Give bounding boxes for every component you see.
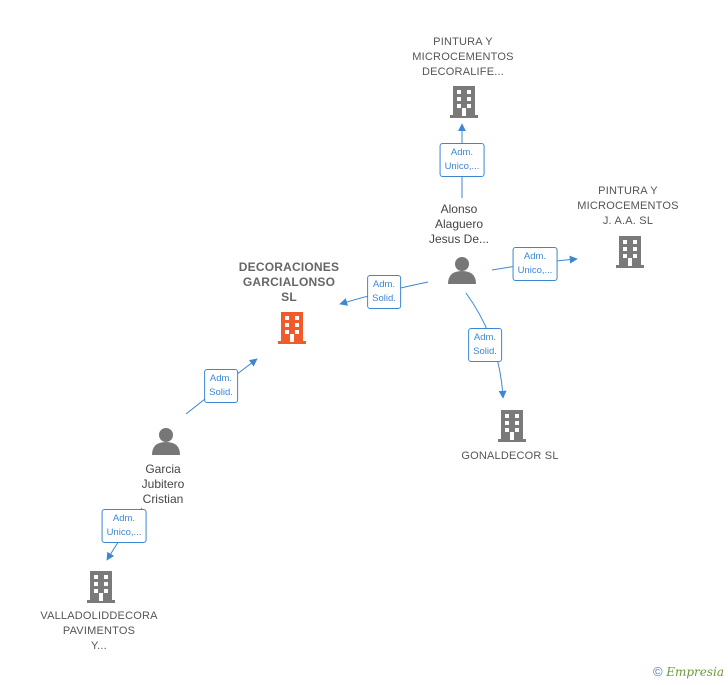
label-line: Garcia [145, 462, 181, 476]
role-line: Solid. [473, 346, 497, 357]
label-line: Alaguero [434, 217, 484, 231]
role-line: Adm. [372, 279, 396, 290]
role-badge-alonso-decoralife[interactable]: Adm. Unico,... [439, 143, 485, 177]
label-line: SL [281, 290, 297, 304]
label-line: Alonso [440, 202, 478, 216]
building-icon [450, 86, 478, 118]
building-icon [616, 236, 644, 268]
company-label-pintura-jaa[interactable]: PINTURA Y MICROCEMENTOS J. A.A. SL [577, 184, 678, 229]
role-badge-garcia-decoraciones[interactable]: Adm. Solid. [204, 369, 238, 403]
company-label-decoraciones-garcialonso[interactable]: DECORACIONES GARCIALONSO SL [239, 260, 339, 305]
company-label-gonaldecor[interactable]: GONALDECOR SL [461, 449, 558, 464]
role-badge-alonso-decoraciones[interactable]: Adm. Solid. [367, 275, 401, 309]
role-line: Adm. [523, 251, 547, 262]
label-line: Y... [91, 640, 107, 652]
company-label-pintura-decoralife[interactable]: PINTURA Y MICROCEMENTOS DECORALIFE... [412, 35, 513, 80]
person-icon [152, 428, 180, 455]
role-line: Unico,... [517, 265, 553, 276]
role-line: Adm. [209, 373, 233, 384]
person-label-alonso[interactable]: Alonso Alaguero Jesus De... [429, 202, 489, 247]
company-label-valladoliddecora[interactable]: VALLADOLIDDECORA PAVIMENTOS Y... [40, 609, 157, 654]
label-line: MICROCEMENTOS [577, 200, 679, 212]
label-line: MICROCEMENTOS [412, 51, 514, 63]
label-line: PINTURA Y [598, 185, 658, 197]
label-line: PINTURA Y [433, 36, 493, 48]
label-line: J. A.A. SL [602, 215, 654, 227]
label-line: VALLADOLIDDECORA [40, 610, 158, 622]
role-line: Solid. [209, 387, 233, 398]
label-line: DECORACIONES [238, 260, 340, 274]
role-badge-garcia-valladolid[interactable]: Adm. Unico,... [101, 509, 147, 543]
building-icon [498, 410, 526, 442]
role-line: Adm. [112, 513, 136, 524]
role-badge-alonso-gonaldecor[interactable]: Adm. Solid. [468, 328, 502, 362]
person-label-garcia[interactable]: Garcia Jubitero Cristian [142, 462, 185, 507]
role-badge-alonso-jaa[interactable]: Adm. Unico,... [512, 247, 558, 281]
footer-credit[interactable]: © Empresia [653, 664, 724, 679]
role-line: Unico,... [444, 161, 480, 172]
role-line: Unico,... [106, 527, 142, 538]
role-line: Solid. [372, 293, 396, 304]
building-icon [87, 571, 115, 603]
role-line: Adm. [450, 147, 474, 158]
label-line: GARCIALONSO [242, 275, 336, 289]
label-line: Jubitero [141, 477, 185, 491]
label-line: PAVIMENTOS [62, 625, 136, 637]
label-line: Jesus De... [428, 232, 490, 246]
building-icon-main [278, 312, 306, 344]
person-icon [448, 257, 476, 284]
label-line: Cristian [142, 492, 184, 506]
copyright-icon: © [652, 664, 663, 679]
label-line: DECORALIFE... [421, 66, 505, 78]
brand-logo: Empresia [666, 665, 724, 679]
role-line: Adm. [473, 332, 497, 343]
label-line: GONALDECOR SL [461, 450, 559, 462]
